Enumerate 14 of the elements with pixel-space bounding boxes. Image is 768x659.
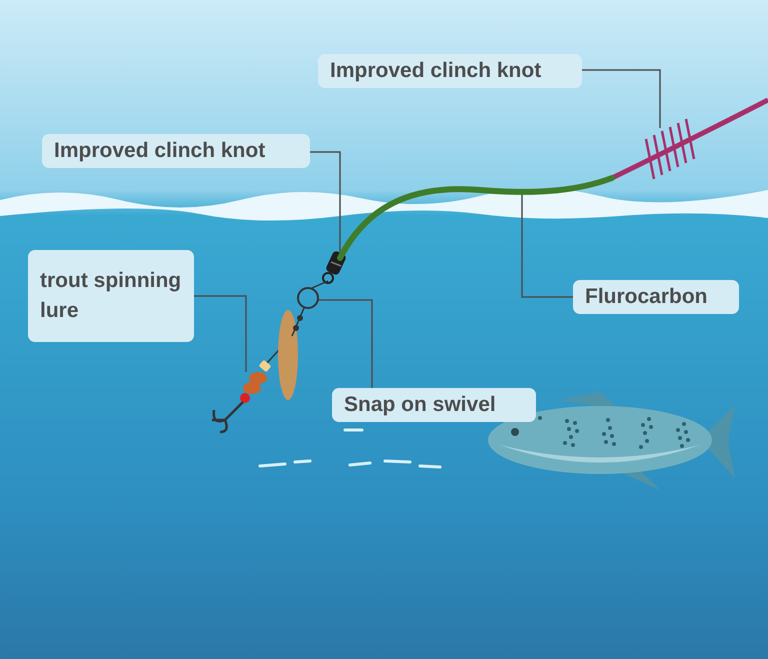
- fishing-line: [337, 175, 615, 261]
- callout-label: trout spinning lure: [28, 250, 194, 342]
- swivel-drawing: [291, 280, 328, 336]
- lure-drawing: [210, 310, 298, 434]
- knot-drawing: [644, 118, 696, 180]
- knot-drawing: [322, 250, 347, 284]
- leader-line: [318, 299, 373, 388]
- leader-line: [521, 194, 573, 298]
- callout-label: Flurocarbon: [573, 280, 739, 314]
- callout-label: Improved clinch knot: [42, 134, 310, 168]
- leader-line: [310, 151, 341, 252]
- callout-label: Improved clinch knot: [318, 54, 582, 88]
- callout-label: Snap on swivel: [332, 388, 536, 422]
- leader-line: [582, 69, 661, 128]
